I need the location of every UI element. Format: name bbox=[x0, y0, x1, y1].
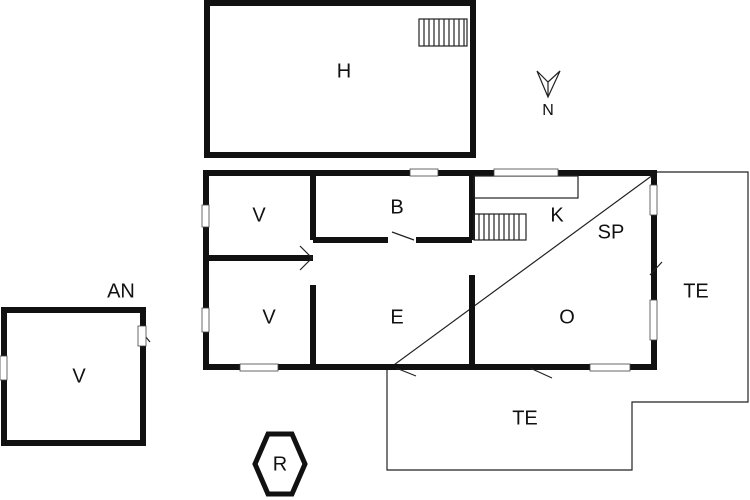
shed bbox=[0, 307, 147, 446]
room-label-o: O bbox=[559, 306, 575, 328]
main-house bbox=[139, 168, 663, 379]
room-label-v-shed: V bbox=[72, 365, 86, 387]
north-arrow-icon bbox=[536, 70, 561, 99]
building-h bbox=[204, 0, 476, 158]
room-label-sp: SP bbox=[598, 221, 625, 243]
room-label-h: H bbox=[337, 60, 351, 82]
room-label-v-bottom: V bbox=[262, 306, 276, 328]
room-label-te-right: TE bbox=[683, 280, 709, 302]
room-label-e: E bbox=[390, 306, 403, 328]
stairs-icon bbox=[418, 18, 468, 47]
terrace-outline bbox=[386, 171, 749, 471]
r-badge-label: R bbox=[273, 453, 287, 475]
room-label-an: AN bbox=[107, 280, 135, 302]
room-label-b: B bbox=[390, 196, 403, 218]
room-label-k: K bbox=[550, 204, 564, 226]
north-label: N bbox=[542, 102, 554, 119]
room-label-v-top: V bbox=[252, 204, 266, 226]
r-badge: R bbox=[252, 431, 308, 497]
stairs-icon bbox=[473, 213, 527, 241]
room-label-te-bottom: TE bbox=[512, 407, 538, 429]
